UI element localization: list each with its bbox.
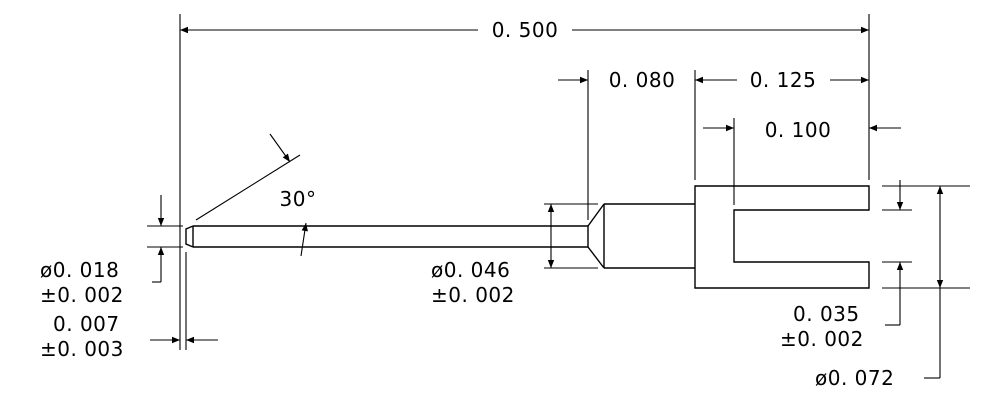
slot-depth-label: 0. 100 xyxy=(765,118,832,142)
shank-diameter-tolerance: ±0. 002 xyxy=(431,283,515,307)
shank-diameter-label: ø0. 046 xyxy=(431,258,510,282)
overall-length-label: 0. 500 xyxy=(492,18,559,42)
dimension-lines xyxy=(150,26,944,379)
tip-diameter-tolerance: ±0. 002 xyxy=(40,283,124,307)
dimension-labels: 0. 500 0. 080 0. 125 0. 100 30° ø0. 018 … xyxy=(40,18,894,390)
slot-width-tolerance: ±0. 002 xyxy=(780,327,864,351)
head-diameter-label: ø0. 072 xyxy=(815,366,894,390)
fork-length-label: 0. 125 xyxy=(750,68,817,92)
extension-lines xyxy=(147,14,970,350)
chamfer-length-label: 0. 007 xyxy=(53,312,120,336)
pin-outline xyxy=(185,185,870,289)
tip-diameter-label: ø0. 018 xyxy=(40,258,119,282)
chamfer-length-tolerance: ±0. 003 xyxy=(40,337,124,361)
shoulder-length-label: 0. 080 xyxy=(609,68,676,92)
chamfer-angle-label: 30° xyxy=(280,187,317,211)
slot-width-label: 0. 035 xyxy=(793,302,860,326)
